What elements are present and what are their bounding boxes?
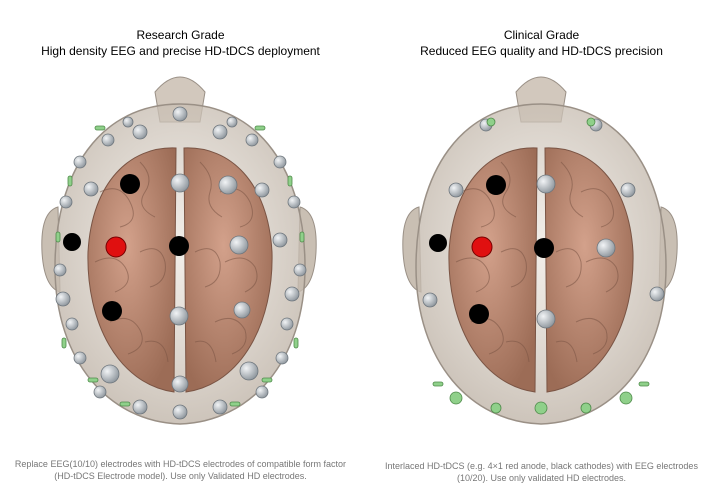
anode-electrode: [471, 236, 493, 258]
electrode-holders: [55, 125, 305, 407]
panel-subtitle: High density EEG and precise HD-tDCS dep…: [41, 44, 320, 58]
cathode-electrode: [534, 238, 554, 258]
brain-gyri: [94, 161, 258, 363]
panel-caption: Replace EEG(10/10) electrodes with HD-tD…: [14, 459, 347, 481]
cathode-electrode: [120, 174, 140, 194]
head-model-research: [41, 76, 317, 425]
research-grade-panel: Research Grade High density EEG and prec…: [14, 28, 347, 481]
cathode-electrode: [169, 236, 189, 256]
clinical-grade-panel: Clinical Grade Reduced EEG quality and H…: [361, 0, 722, 500]
electrode-holders: [432, 117, 650, 415]
eeg-electrodes: [53, 106, 307, 420]
eeg-electrodes: [422, 118, 665, 329]
panel-title: Research Grade: [136, 28, 225, 42]
cathode-electrode: [469, 304, 489, 324]
brain-right-hemisphere: [183, 147, 273, 393]
brain-left-hemisphere: [448, 147, 538, 393]
head-model-clinical: [402, 76, 678, 425]
cathode-electrode: [486, 175, 506, 195]
brain-left-hemisphere: [87, 147, 177, 393]
brain-right-hemisphere: [544, 147, 634, 393]
cathode-electrode: [102, 301, 122, 321]
panel-subtitle: Reduced EEG quality and HD-tDCS precisio…: [420, 44, 663, 58]
anode-electrode: [105, 236, 127, 258]
panel-caption: Interlaced HD-tDCS (e.g. 4×1 red anode, …: [385, 461, 698, 483]
cathode-electrode: [429, 234, 447, 252]
brain-gyri: [455, 161, 619, 363]
cathode-electrode: [63, 233, 81, 251]
panel-title: Clinical Grade: [503, 28, 580, 42]
